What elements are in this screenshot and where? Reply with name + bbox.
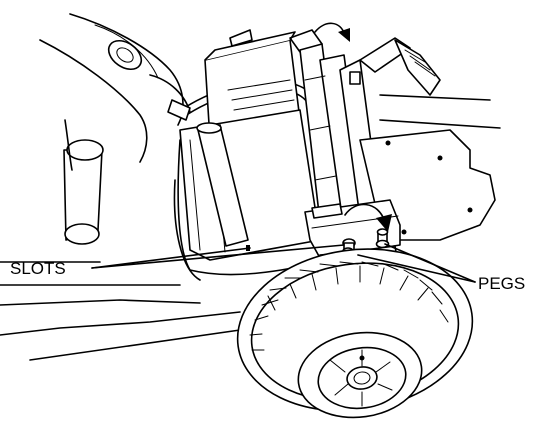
front-frame	[0, 261, 241, 361]
seat-base	[39, 13, 191, 163]
top-arrow	[314, 22, 350, 42]
battery-strap	[196, 122, 249, 247]
pegs-leaders	[357, 243, 476, 283]
slots-label: SLOTS	[10, 259, 66, 278]
slots-leaders	[91, 244, 345, 269]
handle-post	[63, 119, 104, 245]
pegs-label: PEGS	[478, 274, 525, 293]
front-wheel	[236, 248, 474, 419]
bottom-arrow	[344, 203, 392, 232]
